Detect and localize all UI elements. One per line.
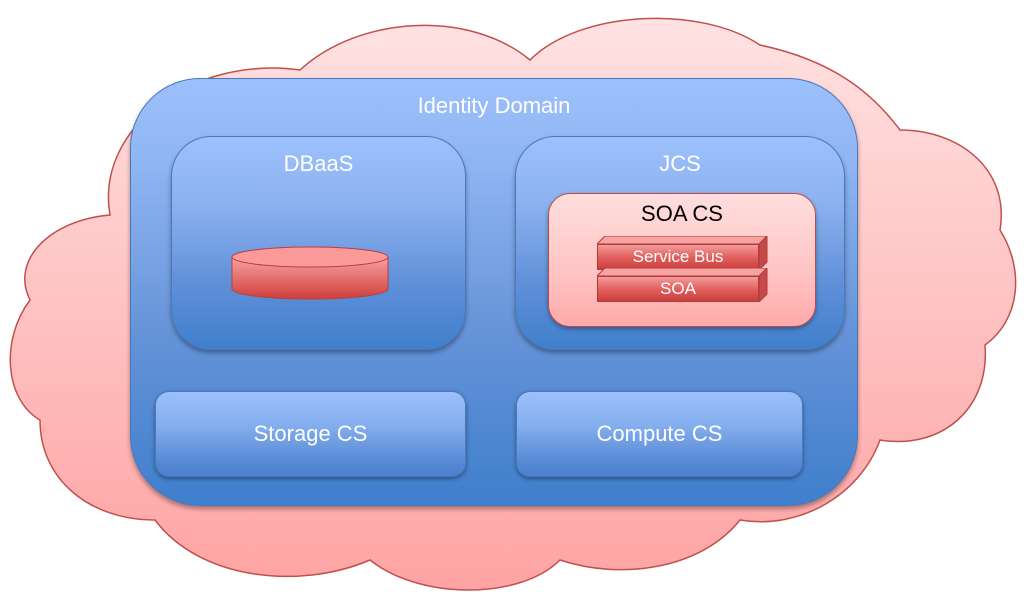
dbaas-panel[interactable]: DBaaS [171,136,466,350]
soa-block-side [759,268,768,302]
soa-block[interactable]: SOA [597,276,759,302]
database-icon [231,246,389,300]
storage-cs-box[interactable]: Storage CS [155,391,466,477]
jcs-title: JCS [659,151,701,176]
compute-cs-box[interactable]: Compute CS [516,391,803,477]
dbaas-title: DBaaS [283,151,354,176]
service-bus-block-top [597,236,767,244]
soa-cs-title: SOA CS [641,201,723,226]
service-bus-block[interactable]: Service Bus [597,244,759,270]
soa-block-top [597,268,767,276]
service-bus-block-side [759,236,768,270]
identity-domain-title: Identity Domain [417,93,571,118]
